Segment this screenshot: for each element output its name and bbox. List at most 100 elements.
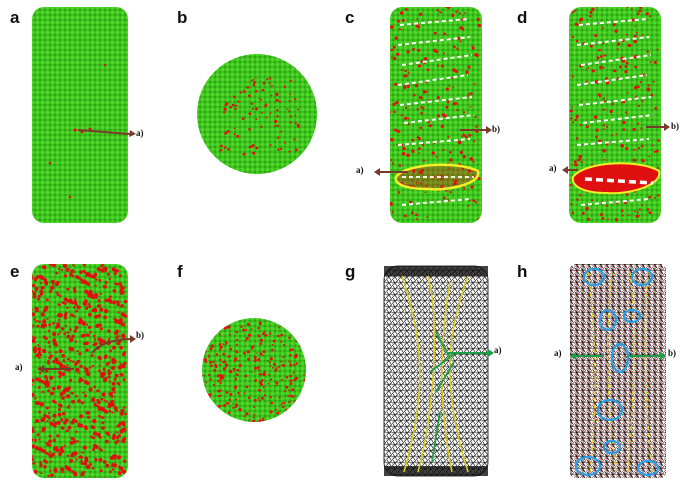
crack-particle [436, 96, 440, 100]
crack-particle [111, 462, 114, 465]
crack-particle [95, 296, 98, 300]
crack-particle [269, 77, 272, 80]
crack-particle [116, 382, 120, 385]
crack-particle [470, 92, 473, 95]
crack-particle [115, 269, 119, 273]
crack-particle [32, 312, 36, 317]
crack-particle [111, 454, 116, 459]
crack-particle [441, 64, 444, 68]
crack-particle [98, 279, 102, 282]
crack-particle [72, 287, 77, 291]
crack-particle [449, 191, 452, 194]
crack-particle [285, 408, 288, 411]
crack-particle [471, 45, 474, 48]
crack-particle [237, 392, 240, 395]
crack-particle [52, 338, 56, 343]
crack-particle [104, 281, 108, 284]
crack-particle [633, 54, 638, 59]
crack-particle [641, 204, 644, 206]
crack-particle [627, 43, 632, 48]
crack-particle [98, 369, 101, 373]
crack-particle [59, 392, 64, 397]
crack-particle [294, 355, 298, 359]
crack-particle [62, 264, 67, 268]
crack-particle [406, 153, 410, 157]
crack-particle [575, 137, 579, 140]
crack-particle [263, 318, 267, 319]
crack-particle [435, 156, 438, 158]
crack-particle [603, 5, 606, 7]
crack-particle [32, 348, 35, 351]
crack-particle [258, 388, 261, 392]
crack-particle [219, 389, 223, 392]
crack-particle [38, 447, 41, 450]
crack-particle [65, 394, 71, 399]
crack-particle [226, 401, 229, 405]
crack-particle [32, 398, 33, 401]
crack-particle [57, 412, 62, 417]
crack-particle [443, 52, 445, 55]
crack-particle [467, 169, 472, 173]
crack-particle [285, 385, 289, 389]
crack-particle [445, 87, 449, 91]
crack-particle [96, 389, 100, 393]
crack-particle [468, 133, 472, 137]
crack-particle [260, 379, 264, 382]
crack-particle [34, 397, 37, 400]
crack-particle [393, 110, 396, 114]
crack-particle [99, 292, 102, 295]
crack-particle [288, 336, 291, 340]
crack-particle [470, 185, 474, 189]
crack-particle [202, 383, 203, 386]
crack-particle [104, 270, 107, 273]
crack-particle [296, 123, 300, 127]
crack-particle [97, 314, 102, 318]
panel-f-cross-section [200, 316, 308, 424]
crack-particle [307, 355, 308, 357]
crack-particle [257, 335, 260, 338]
crack-particle [75, 395, 78, 398]
crack-particle [119, 373, 124, 377]
crack-particle [637, 214, 640, 217]
crack-particle [413, 170, 416, 173]
crack-particle [633, 34, 637, 38]
crack-particle [204, 360, 208, 364]
crack-particle [390, 48, 394, 52]
crack-particle [228, 398, 231, 401]
crack-particle [261, 88, 265, 92]
crack-particle [447, 135, 450, 138]
crack-particle [288, 408, 291, 411]
crack-particle [37, 386, 41, 389]
crack-particle [283, 85, 286, 89]
crack-particle [291, 416, 295, 419]
crack-particle [283, 402, 286, 405]
crack-particle [108, 391, 113, 397]
crack-particle [100, 374, 105, 379]
crack-particle [603, 54, 606, 57]
crack-particle [440, 124, 445, 128]
crack-particle [278, 396, 281, 399]
crack-particle [265, 103, 268, 106]
crack-particle [575, 114, 579, 118]
crack-particle [49, 354, 53, 357]
crack-particle [418, 170, 423, 175]
crack-particle [290, 121, 293, 124]
crack-particle [97, 355, 102, 360]
crack-particle [260, 125, 263, 128]
crack-particle [657, 194, 660, 197]
crack-particle [97, 299, 101, 303]
panel-h-label-b: b) [668, 348, 677, 358]
crack-particle [277, 148, 280, 151]
crack-particle [232, 95, 236, 99]
crack-particle [56, 420, 61, 425]
crack-particle [398, 28, 401, 31]
crack-particle [69, 440, 74, 445]
crack-particle [286, 323, 288, 326]
crack-particle [217, 420, 221, 422]
crack-particle [44, 305, 49, 310]
crack-particle [98, 458, 103, 462]
panel-h-damage-map [568, 262, 668, 480]
crack-particle [442, 196, 446, 200]
crack-particle [235, 331, 239, 334]
crack-particle [208, 356, 210, 358]
